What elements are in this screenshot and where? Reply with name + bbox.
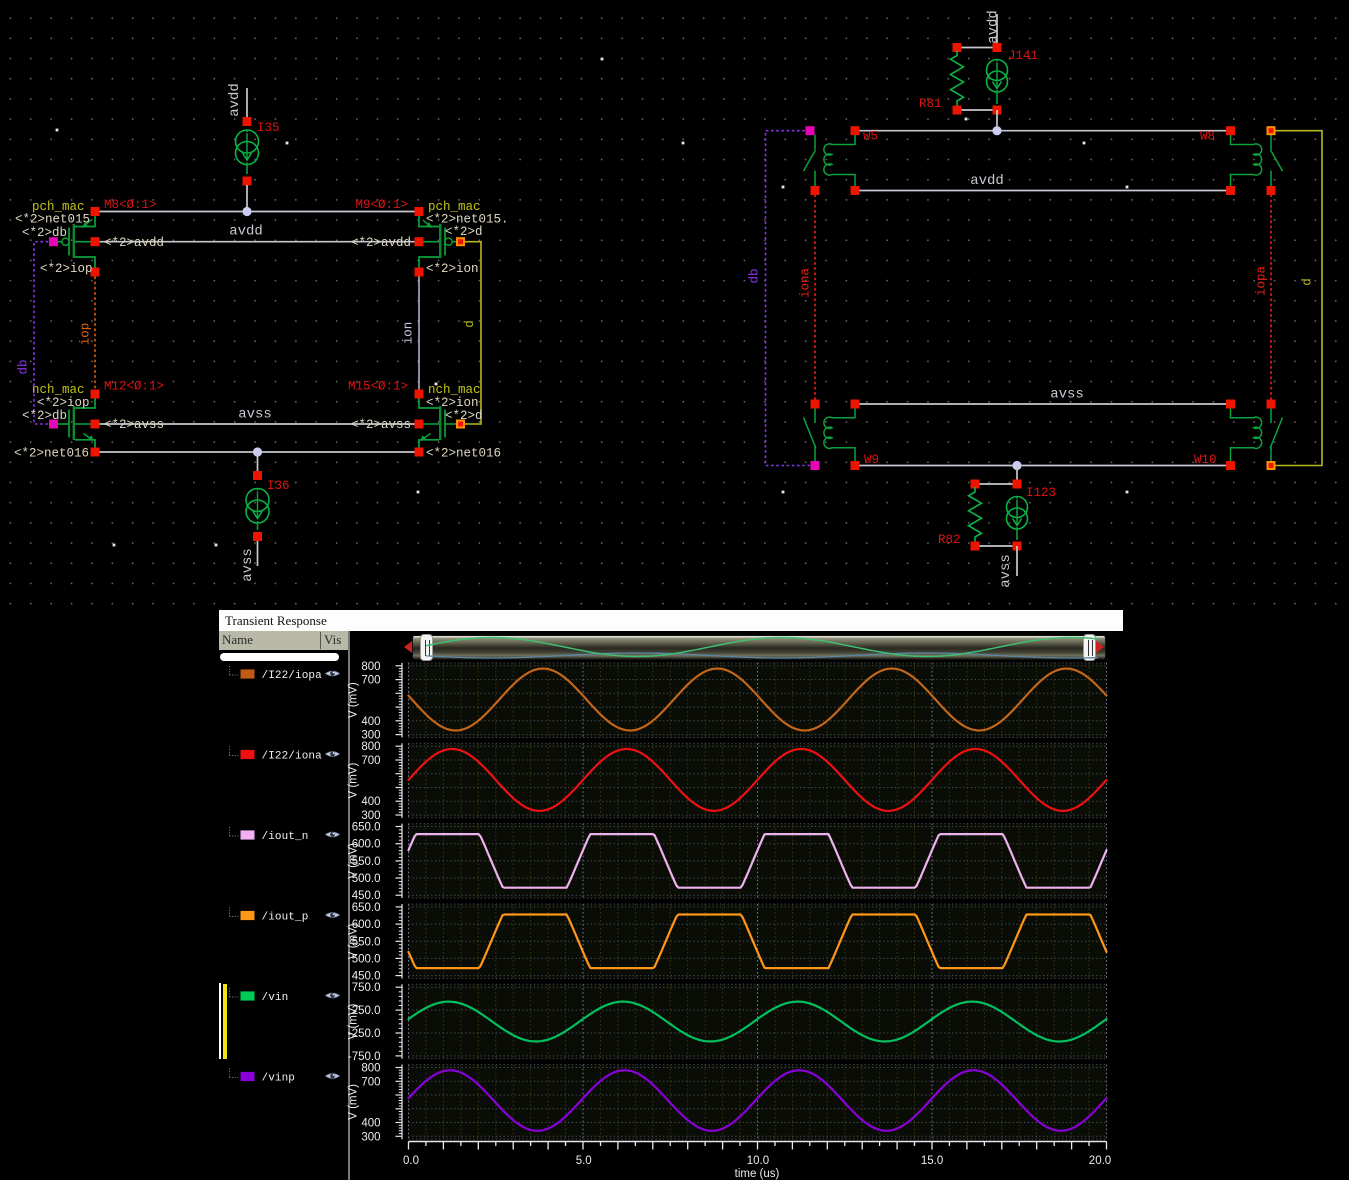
svg-text:avss: avss — [238, 407, 272, 423]
svg-text:db: db — [17, 359, 31, 374]
svg-text:I123: I123 — [1026, 486, 1056, 500]
svg-text:iona: iona — [799, 268, 813, 299]
svg-text:avdd: avdd — [970, 173, 1004, 189]
svg-text:M12<Ø:1>: M12<Ø:1> — [104, 380, 164, 394]
svg-text:<*2>avdd: <*2>avdd — [104, 236, 164, 250]
svg-text:avdd: avdd — [227, 83, 243, 117]
svg-text:pch_mac: pch_mac — [32, 200, 85, 214]
svg-text:W9: W9 — [864, 453, 879, 467]
svg-text:pch_mac: pch_mac — [428, 200, 481, 214]
svg-text:<*2>ion: <*2>ion — [426, 396, 479, 410]
svg-text:<*2>net016: <*2>net016 — [14, 447, 89, 461]
svg-text:nch_mac: nch_mac — [32, 383, 85, 397]
svg-text:M8<Ø:1>: M8<Ø:1> — [104, 198, 157, 212]
svg-text:M15<Ø:1>: M15<Ø:1> — [348, 380, 408, 394]
svg-text:<*2>db: <*2>db — [22, 226, 67, 240]
svg-text:W5: W5 — [863, 130, 878, 144]
svg-text:I36: I36 — [267, 479, 290, 493]
svg-text:<*2>d: <*2>d — [445, 225, 483, 239]
svg-text:avss: avss — [240, 548, 256, 582]
svg-text:avdd: avdd — [986, 10, 1002, 44]
svg-text:I35: I35 — [257, 121, 280, 135]
svg-text:db: db — [748, 268, 762, 283]
svg-text:<*2>d: <*2>d — [445, 409, 483, 423]
svg-text:R82: R82 — [938, 533, 961, 547]
svg-text:iopa: iopa — [1255, 266, 1269, 297]
svg-text:nch_mac: nch_mac — [428, 383, 481, 397]
svg-text:ion: ion — [402, 322, 416, 345]
svg-text:<*2>ion: <*2>ion — [426, 262, 479, 276]
svg-text:J141: J141 — [1008, 49, 1038, 63]
svg-text:<*2>avss: <*2>avss — [351, 418, 411, 432]
svg-text:iop: iop — [79, 323, 93, 346]
svg-text:avss: avss — [1050, 387, 1084, 403]
svg-text:R81: R81 — [919, 97, 942, 111]
svg-text:<*2>net015.: <*2>net015. — [426, 213, 509, 227]
svg-text:d: d — [463, 320, 477, 328]
svg-text:<*2>iop: <*2>iop — [37, 396, 90, 410]
svg-text:avss: avss — [998, 554, 1014, 588]
svg-text:d: d — [1301, 278, 1315, 286]
svg-text:<*2>db: <*2>db — [22, 409, 67, 423]
svg-text:M9<Ø:1>: M9<Ø:1> — [355, 198, 408, 212]
svg-text:avdd: avdd — [229, 224, 263, 240]
svg-text:W10: W10 — [1194, 453, 1217, 467]
svg-text:<*2>avss: <*2>avss — [104, 418, 164, 432]
svg-text:<*2>net015: <*2>net015 — [15, 213, 90, 227]
svg-text:<*2>iop: <*2>iop — [40, 262, 93, 276]
svg-text:<*2>avdd: <*2>avdd — [351, 236, 411, 250]
svg-text:<*2>net016: <*2>net016 — [426, 447, 501, 461]
svg-text:W8: W8 — [1200, 130, 1215, 144]
